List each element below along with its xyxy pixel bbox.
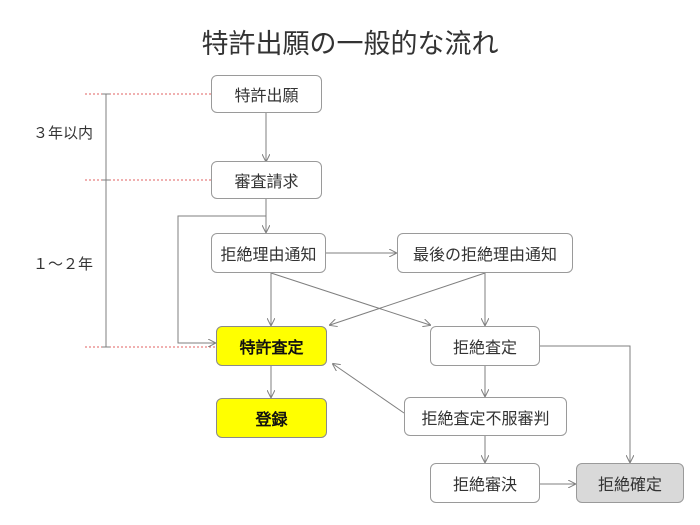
arrow-exam-to-grant: [177, 215, 266, 343]
box-appeal-rejection: 拒絶審決: [430, 463, 540, 503]
box-grant-decision: 特許査定: [216, 326, 327, 366]
box-rejection-decision: 拒絶査定: [430, 326, 540, 366]
box-rejection-notice: 拒絶理由通知: [211, 233, 326, 273]
period-label-3-years: ３年以内: [33, 124, 94, 142]
arrow-final-notice-to-grant: [330, 272, 486, 325]
box-appeal: 拒絶査定不服審判: [404, 397, 567, 436]
period-label-1-2-years: １～２年: [33, 255, 94, 273]
box-exam-request: 審査請求: [211, 161, 322, 199]
arrow-appeal-to-grant: [333, 364, 405, 414]
box-registration: 登録: [216, 398, 327, 438]
arrow-notice-to-rejection: [270, 272, 430, 325]
diagram-title: 特許出願の一般的な流れ: [201, 29, 499, 60]
box-rejection-final: 拒絶確定: [576, 463, 684, 503]
box-patent-filing: 特許出願: [211, 75, 322, 113]
arrow-rejection-to-final: [540, 345, 630, 462]
box-final-rejection-notice: 最後の拒絶理由通知: [397, 233, 573, 273]
